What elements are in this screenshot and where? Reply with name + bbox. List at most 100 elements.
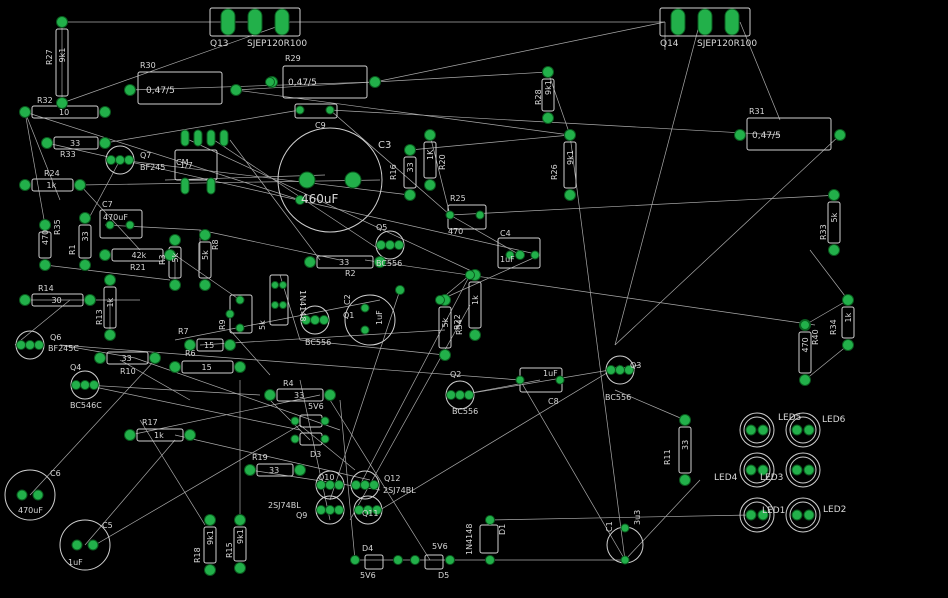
diode-d5-body: [424, 554, 444, 570]
resistor-r7-pad: [224, 339, 236, 351]
resistor-r19-body: [256, 463, 294, 477]
ratsnest-wire: [809, 249, 849, 301]
label-q9: Q9: [296, 511, 307, 520]
label-r35: R35: [53, 219, 62, 235]
label-r27: R27: [45, 49, 54, 65]
led6-pad: [803, 424, 815, 436]
label-q2: Q2: [450, 370, 461, 379]
label-q6: Q6: [50, 333, 61, 342]
label-c6: C6: [50, 469, 61, 478]
ratsnest-wire: [129, 81, 376, 91]
led6-inner: [789, 416, 817, 444]
transistor-q9-pad: [325, 505, 335, 515]
transistor-q6-pad: [16, 340, 26, 350]
led1-pad: [745, 509, 757, 521]
resistor-r21-body: [111, 248, 164, 262]
resistor-r31-pad: [834, 129, 846, 141]
resistor-r1-body: [78, 224, 92, 259]
label-r29_val: 0,47/5: [288, 78, 317, 88]
label-r13_val: 1k: [106, 297, 115, 307]
led3-pad: [745, 464, 757, 476]
ratsnest-wire: [24, 111, 61, 201]
transistor-q6-pad: [34, 340, 44, 350]
capacitor-c3-pad: [344, 171, 362, 189]
label-q3_val: BC556: [605, 393, 631, 402]
label-c4_val: 1uF: [500, 255, 515, 264]
pad: [271, 301, 279, 309]
ratsnest-wire: [44, 264, 171, 281]
ratsnest-wire: [329, 109, 451, 216]
capacitor-c2-pad: [360, 303, 370, 313]
label-r7: R7: [178, 327, 189, 336]
ratsnest-wire: [429, 134, 451, 216]
ratsnest-wire: [104, 224, 201, 231]
mosfet-q13-pad: [247, 8, 263, 36]
label-r26_val: 9k1: [566, 150, 575, 165]
pad: [206, 177, 216, 195]
diode-d1-body: [479, 524, 499, 554]
label-r33_val_l: 33: [70, 139, 80, 148]
ratsnest-wire: [379, 364, 621, 511]
diode-d4-pad: [350, 555, 360, 565]
pad-layer: [16, 8, 854, 576]
label-r21: R21: [130, 263, 146, 272]
resistor-r34-pad: [469, 329, 481, 341]
transistor-q9-pad: [316, 505, 326, 515]
label-r33: R33: [819, 224, 828, 240]
resistor-r33_l-pad: [41, 137, 53, 149]
ratsnest-wire: [164, 174, 326, 181]
transistor-q1-pad: [310, 315, 320, 325]
label-q4_val: BC546C: [70, 401, 102, 410]
diode-d1-pad: [485, 555, 495, 565]
resistor-r40-body: [798, 331, 812, 374]
capacitor-c7-pad: [125, 220, 135, 230]
label-q9_val: 2SJ74BL: [268, 501, 301, 510]
transistor-q4-pad: [89, 380, 99, 390]
ratsnest-wire: [29, 359, 156, 496]
label-r30_val: 0,47/5: [146, 86, 175, 96]
resistor-r30-body: [137, 71, 223, 105]
label-led6: LED6: [822, 415, 846, 425]
resistor-r15-pad: [234, 562, 246, 574]
label-q13_val: SJEP120R100: [247, 39, 307, 49]
resistor-r19-pad: [294, 464, 306, 476]
resistor-r33-pad: [828, 189, 840, 201]
label-d4: D4: [362, 544, 373, 553]
pad: [290, 416, 300, 426]
led4-right-outline: [785, 452, 821, 488]
pad: [800, 320, 810, 330]
resistor-r10-body: [106, 351, 149, 365]
transistor-q3-pad: [615, 365, 625, 375]
mosfet-q13-pad: [274, 8, 290, 36]
label-c2_val: 1uF: [375, 310, 384, 325]
label-r19: R19: [252, 453, 268, 462]
label-r24_val: 1k: [47, 181, 57, 190]
resistor-r15-pad: [234, 514, 246, 526]
label-d4_val: 5V6: [360, 571, 376, 580]
label-r30: R30: [140, 61, 156, 70]
ratsnest-wire: [174, 434, 371, 481]
label-r31_val: 0,47/5: [752, 131, 781, 141]
resistor-r16-pad: [404, 144, 416, 156]
ratsnest-wire: [804, 299, 849, 326]
ratsnest-wire: [94, 424, 301, 546]
label-r10: R10: [120, 367, 136, 376]
label-r7_val: 15: [204, 341, 214, 350]
resistor-r17-body: [136, 428, 184, 442]
pad: [225, 309, 235, 319]
capacitor-c4-body: [497, 237, 541, 269]
ratsnest-wire: [614, 389, 686, 421]
diode-d4-pad: [393, 555, 403, 565]
label-d2d1_val: 1N4148: [298, 290, 307, 321]
resistor-r34-pad: [842, 339, 854, 351]
transistor-q9-pad: [334, 505, 344, 515]
resistor-r29-pad: [369, 76, 381, 88]
ratsnest-wire: [364, 259, 816, 326]
transistor-q1-pad: [319, 315, 329, 325]
pad: [235, 323, 245, 333]
capacitor-c9-pad: [325, 105, 335, 115]
ratsnest-wire: [739, 21, 781, 121]
pad: [290, 434, 300, 444]
ratsnest-wire: [229, 329, 271, 376]
